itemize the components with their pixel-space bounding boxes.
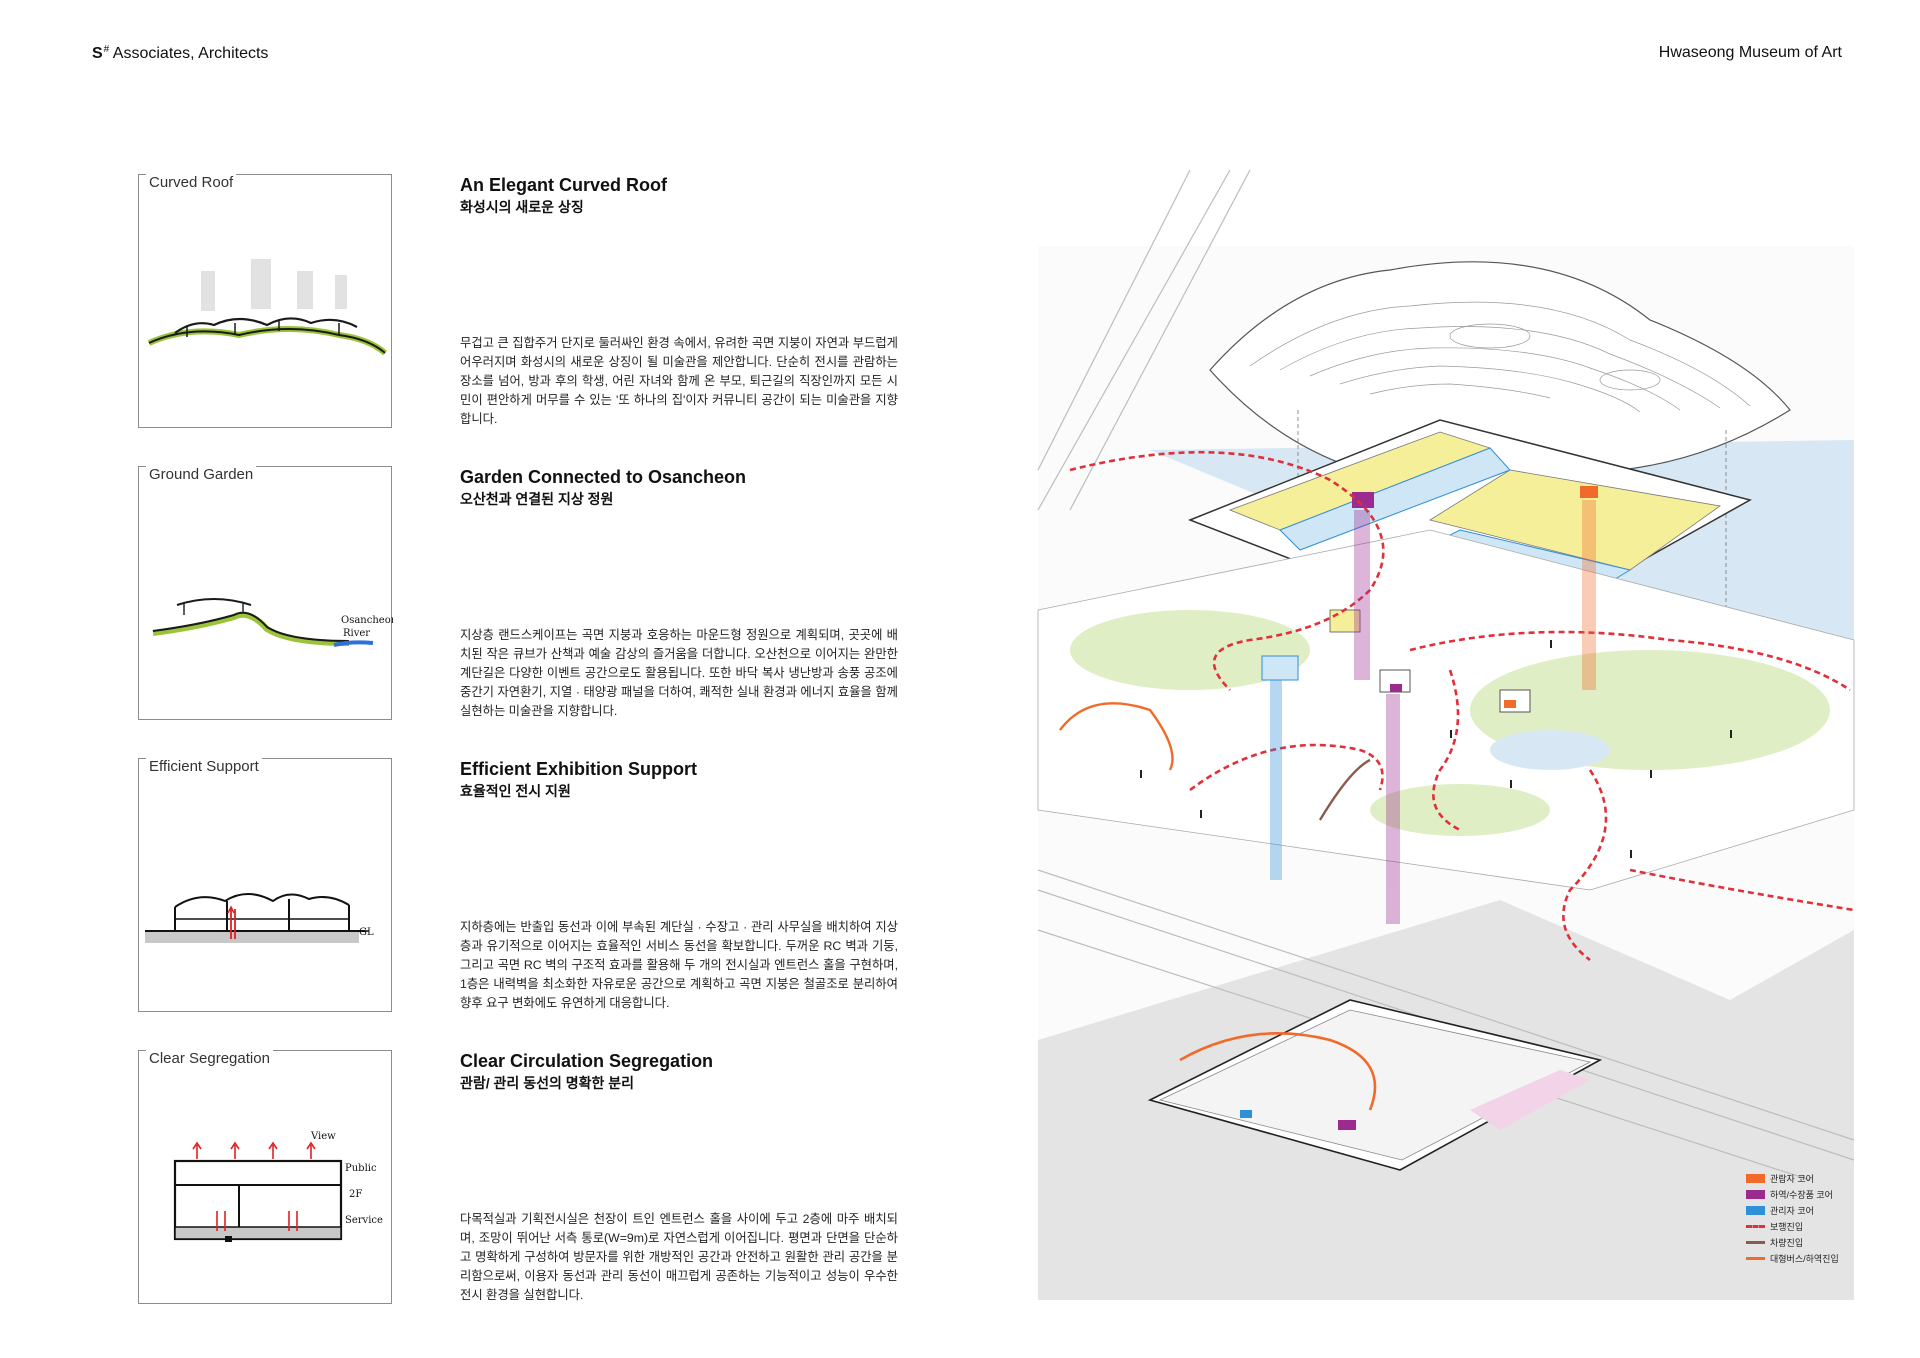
sketch-label-service: Service [345,1215,383,1226]
legend-line-orange [1746,1256,1765,1260]
section-subtitle: 화성시의 새로운 상징 [460,199,584,215]
sketch-label-osancheon: Osancheon [341,615,393,626]
card-label: Ground Garden [146,466,257,484]
people-figures [1140,640,1732,858]
sketch-label-gl: GL [359,927,374,938]
section-text: Garden Connected to Osancheon 오산천과 연결된 지… [460,466,898,718]
firm-name-text: Associates, Architects [112,45,269,62]
legend-item: 관리자 코어 [1746,1202,1839,1218]
section-body: 지상층 랜드스케이프는 곡면 지붕과 호응하는 마운드형 정원으로 계획되며, … [460,628,898,718]
section-text: Clear Circulation Segregation 관람/ 관리 동선의… [460,1050,898,1302]
section-title: Clear Circulation Segregation [460,1051,714,1071]
ground-garden-sketch: Osancheon River [152,598,393,647]
ground-floor-landscape [1037,529,1855,891]
firm-name: S# Associates, Architects [92,44,268,63]
firm-logo-mark: S# [92,44,110,62]
bus-route [1059,702,1174,771]
road-lines [1037,170,1855,1181]
legend-swatch-blue [1746,1205,1765,1215]
sketch-label-river: River [343,628,370,639]
drawing-legend: 관람자 코어 하역/수장품 코어 관리자 코어 보행진입 차량진입 대형버스/하… [1746,1170,1839,1266]
pedestrian-routes [1069,450,1855,962]
sketch-label-2f: 2F [349,1189,362,1200]
section-body: 지하층에는 반출입 동선과 이에 부속된 계단실 · 수장고 · 관리 사무실을… [460,920,898,1010]
curved-roof-plane [1209,261,1791,484]
section-title: An Elegant Curved Roof [460,175,668,195]
section-clear-segregation: Clear Segregation View Public 2F Service… [138,1050,898,1304]
efficient-support-sketch: GL [145,893,374,943]
section-text: Efficient Exhibition Support 효율적인 전시 지원 … [460,758,898,1010]
section-curved-roof: Curved Roof An Elegant Curved Roof 화성시의 … [138,174,898,428]
curved-roof-sketch [147,259,387,356]
card-label: Curved Roof [146,174,237,192]
legend-item: 관람자 코어 [1746,1170,1839,1186]
sketch-card-curved-roof: Curved Roof [138,174,392,428]
section-subtitle: 관람/ 관리 동선의 명확한 분리 [460,1075,635,1091]
section-title: Garden Connected to Osancheon [460,467,747,487]
section-title: Efficient Exhibition Support [460,759,697,779]
section-subtitle: 오산천과 연결된 지상 정원 [460,491,614,507]
basement-floor-plan [1147,999,1603,1171]
core-connectors [1270,500,1596,924]
card-label: Efficient Support [146,758,262,776]
sketch-card-clear-segregation: Clear Segregation View Public 2F Service [138,1050,392,1304]
legend-swatch-purple [1746,1189,1765,1199]
vehicle-route [1318,758,1371,821]
section-body: 무겁고 큰 집합주거 단지로 둘러싸인 환경 속에서, 유려한 곡면 지붕이 자… [460,336,898,426]
legend-swatch-orange [1746,1173,1765,1183]
exploded-axonometric-drawing [1037,170,1855,1300]
section-ground-garden: Ground Garden Osancheon River Garden Con… [138,466,898,720]
section-efficient-support: Efficient Support GL Efficient Exhibitio… [138,758,898,1012]
section-body: 다목적실과 기획전시실은 천장이 트인 엔트런스 홀을 사이에 두고 2층에 마… [460,1212,898,1302]
legend-line-brown [1746,1240,1765,1244]
sketch-card-efficient-support: Efficient Support GL [138,758,392,1012]
legend-item: 하역/수장품 코어 [1746,1186,1839,1202]
sketch-card-ground-garden: Ground Garden Osancheon River [138,466,393,720]
project-title: Hwaseong Museum of Art [1658,44,1842,61]
sketch-label-public: Public [345,1163,377,1174]
legend-item: 차량진입 [1746,1234,1839,1250]
legend-item: 대형버스/하역진입 [1746,1250,1839,1266]
sketch-label-view: View [310,1131,336,1142]
card-label: Clear Segregation [146,1050,273,1068]
clear-segregation-sketch: View Public 2F Service [173,1131,383,1242]
legend-line-red-dashed [1746,1224,1765,1228]
section-subtitle: 효율적인 전시 지원 [460,783,571,799]
legend-item: 보행진입 [1746,1218,1839,1234]
section-text: An Elegant Curved Roof 화성시의 새로운 상징 무겁고 큰… [460,174,898,426]
